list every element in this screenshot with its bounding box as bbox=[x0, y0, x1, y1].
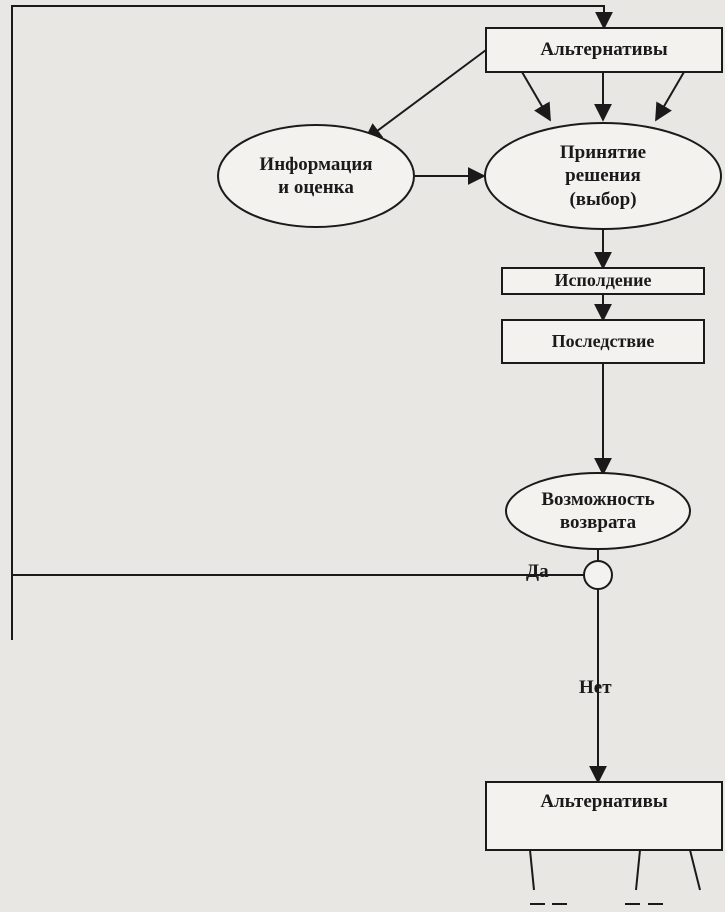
node-alternatives-top-box bbox=[485, 27, 723, 73]
edge-alt-to-decision-3 bbox=[655, 71, 685, 122]
node-information-ellipse bbox=[217, 124, 415, 228]
junction-circle bbox=[583, 560, 613, 590]
fan-edge-1 bbox=[529, 849, 535, 891]
fan-edge-3 bbox=[689, 849, 701, 891]
node-return-ellipse bbox=[505, 472, 691, 550]
edge-alt-to-decision-1 bbox=[521, 71, 551, 122]
node-decision-ellipse bbox=[484, 122, 722, 230]
edge-yes-label: Да bbox=[526, 561, 549, 582]
edge-alt-to-info bbox=[363, 49, 487, 142]
node-alternatives-bottom-box bbox=[485, 781, 723, 851]
node-execution-box bbox=[501, 267, 705, 295]
node-consequence-box bbox=[501, 319, 705, 364]
fan-edge-2 bbox=[635, 849, 641, 891]
edge-no-label: Нет bbox=[579, 677, 612, 698]
